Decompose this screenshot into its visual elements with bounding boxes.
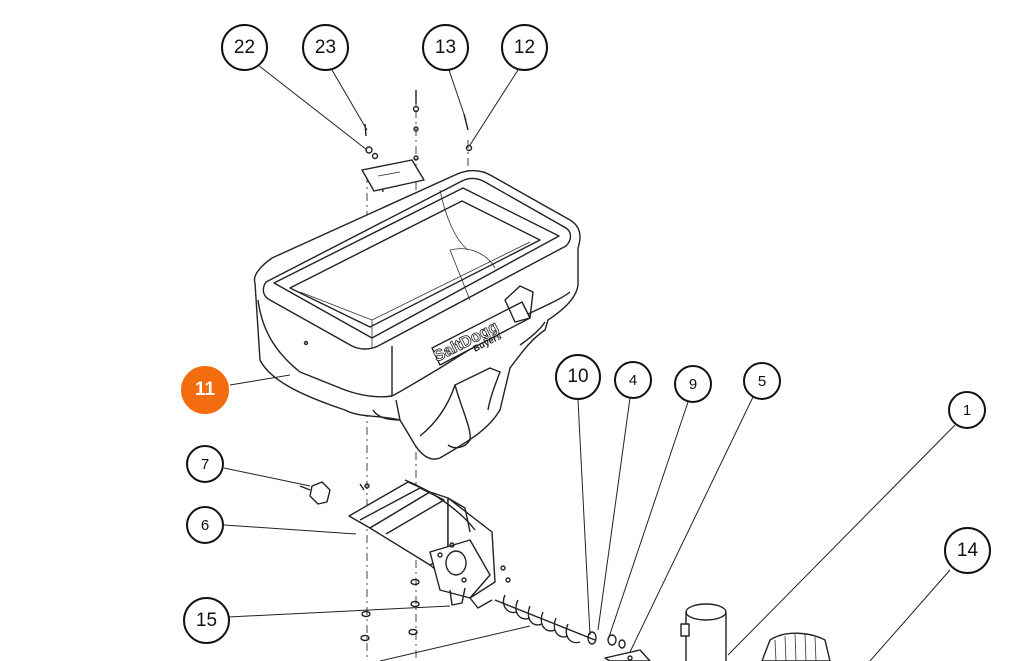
motor-tube	[680, 603, 727, 661]
callout-23[interactable]: 23	[302, 24, 349, 71]
callout-1[interactable]: 1	[948, 391, 986, 429]
callout-13[interactable]: 13	[422, 24, 469, 71]
callout-14[interactable]: 14	[944, 527, 991, 574]
callout-12[interactable]: 12	[501, 24, 548, 71]
callout-11[interactable]: 11	[181, 366, 229, 414]
drive-bracket	[604, 649, 651, 661]
callout-6[interactable]: 6	[186, 506, 224, 544]
hopper: SaltDogg Buyers	[253, 169, 581, 460]
callout-15[interactable]: 15	[183, 597, 230, 644]
auger-spiral	[494, 594, 626, 649]
leader-lines	[223, 64, 956, 661]
callout-7[interactable]: 7	[186, 445, 224, 483]
callout-10[interactable]: 10	[555, 354, 601, 400]
callout-5[interactable]: 5	[743, 362, 781, 400]
auger-housing	[299, 479, 511, 642]
callout-4[interactable]: 4	[614, 361, 652, 399]
callout-22[interactable]: 22	[221, 24, 268, 71]
gear-motor	[761, 632, 831, 661]
bracket-plate	[361, 159, 425, 192]
callout-9[interactable]: 9	[674, 365, 712, 403]
